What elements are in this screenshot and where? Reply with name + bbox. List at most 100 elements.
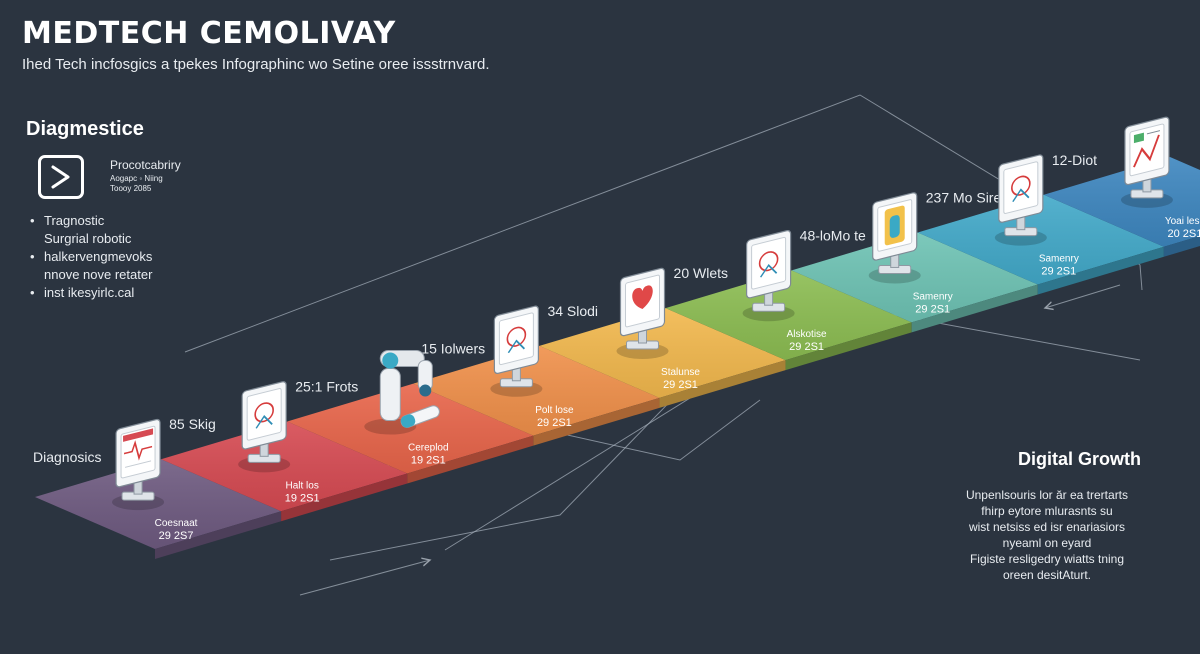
step-side-face xyxy=(911,284,1038,333)
screen-symbol xyxy=(254,402,274,423)
step-top-shade xyxy=(413,345,660,436)
device-readout xyxy=(889,215,900,238)
bullet-item: inst ikesyirlc.cal xyxy=(22,284,152,302)
digital-growth-text: Unpenlsouris lor ăr ea trertarts fhirp e… xyxy=(940,487,1154,583)
robotic-arm-icon xyxy=(364,350,440,435)
step-top-shade xyxy=(791,232,1038,323)
step-top-label: 25:1 Frots xyxy=(295,378,358,394)
sidebar-label-sub2: Toooy 2085 xyxy=(110,184,152,193)
device-body xyxy=(619,267,666,337)
step-top-shade xyxy=(161,421,408,512)
step-top-shade xyxy=(1043,157,1200,247)
bullet-item: nnove nove retater xyxy=(44,267,153,282)
bullet-item: Tragnostic xyxy=(22,212,152,230)
step-label: Halt los xyxy=(285,480,318,491)
device-screen xyxy=(751,236,787,290)
step-top-shade xyxy=(287,383,534,474)
step-value: 29 2S7 xyxy=(159,530,194,542)
screen-mark xyxy=(255,415,273,429)
arm-base xyxy=(379,368,401,422)
digital-growth-line: wist netsiss ed isr enariasiors xyxy=(968,520,1126,534)
step-top-label: Diagnosics xyxy=(33,449,101,465)
kiosk-phone-icon xyxy=(490,305,543,397)
sidebar-bullet-list: Tragnostic Surgrial robotic halkervengme… xyxy=(22,212,152,302)
step-side-face xyxy=(533,397,660,446)
timeline-step xyxy=(161,421,408,522)
timeline-step xyxy=(287,383,534,484)
ecg-rule xyxy=(125,460,152,468)
step-side-face xyxy=(1037,246,1164,295)
sidebar-label-sub1: Aogapc ◦ Niing xyxy=(110,174,163,183)
step-side-face xyxy=(281,473,408,522)
step-value: 29 2S1 xyxy=(915,303,950,315)
step-top-shade xyxy=(917,194,1164,285)
ecg-header xyxy=(123,428,154,442)
connector-arrow xyxy=(1045,284,1121,308)
heart-icon xyxy=(632,285,653,309)
step-value: 29 2S1 xyxy=(537,417,572,429)
step-top-label: 85 Skig xyxy=(169,416,216,432)
step-label: Cereplod xyxy=(408,443,449,454)
sidebar-heading: Diagmestice xyxy=(26,118,144,140)
diagnostic-device-icon xyxy=(868,192,921,284)
step-label: Alskotise xyxy=(787,329,827,340)
step-value: 19 2S1 xyxy=(411,455,446,467)
timeline-band xyxy=(35,157,1200,559)
timeline-step xyxy=(413,345,660,446)
tablet-ecg-icon xyxy=(112,418,165,511)
screen-mark xyxy=(759,263,778,278)
device-screen xyxy=(1129,123,1165,177)
step-top-label: 20 Wlets xyxy=(674,265,728,281)
step-label: Samenry xyxy=(1039,254,1079,265)
step-side-face xyxy=(407,435,534,484)
screen-symbol xyxy=(758,251,779,272)
chart-block xyxy=(1133,132,1144,144)
device-screen xyxy=(1003,161,1039,214)
timeline-step xyxy=(791,232,1038,333)
step-side-face xyxy=(785,322,912,371)
timeline-step xyxy=(917,194,1164,295)
screen-symbol xyxy=(1011,175,1031,196)
step-value: 29 2S1 xyxy=(1041,266,1076,278)
chart-display-icon xyxy=(1120,116,1173,208)
chart-line xyxy=(1133,134,1160,168)
step-label: Stalunse xyxy=(661,367,700,378)
device-body xyxy=(872,192,918,261)
screen-symbol xyxy=(506,326,527,347)
connector-arrow xyxy=(299,560,430,596)
bullet-item: halkervengmevoks xyxy=(22,248,152,266)
step-side-face xyxy=(659,360,786,408)
arm-joint xyxy=(382,352,399,369)
digital-growth-line: nyeaml on eyard xyxy=(1002,536,1092,550)
step-side-face xyxy=(155,511,282,559)
timeline-step xyxy=(1043,157,1200,257)
digital-growth-line: fhirp eytore mlurasnts su xyxy=(981,504,1113,518)
device-body xyxy=(1124,116,1170,186)
step-top-label: 12-Diot xyxy=(1052,152,1097,168)
step-value: 29 2S1 xyxy=(663,379,698,391)
monitor-scan-icon xyxy=(238,381,291,473)
step-top-label: 48-loMo te xyxy=(800,227,866,243)
step-top-shade xyxy=(35,459,282,549)
step-value: 20 2S1 xyxy=(1168,228,1200,240)
step-top-label: 237 Mo Sires xyxy=(926,190,1008,206)
digital-growth-heading: Digital Growth xyxy=(1018,449,1141,469)
digital-growth-line: oreen desitAturt. xyxy=(1002,568,1092,582)
step-label: Polt lose xyxy=(535,405,574,416)
page-title: MEDTECH CEMOLIVAY xyxy=(22,16,396,51)
timeline-step xyxy=(35,459,282,559)
step-label: Yoai lese xyxy=(1165,216,1200,227)
step-value: 19 2S1 xyxy=(285,492,320,504)
medical-monitor-icon xyxy=(742,229,795,322)
device-body xyxy=(998,154,1044,223)
screen-mark xyxy=(1012,188,1030,203)
arm-capsule-cap xyxy=(400,414,416,428)
play-icon xyxy=(38,155,84,199)
chart-rule xyxy=(1146,130,1160,135)
timeline-step xyxy=(539,308,786,408)
step-value: 29 2S1 xyxy=(789,341,824,353)
heart-tablet-icon xyxy=(616,267,669,359)
